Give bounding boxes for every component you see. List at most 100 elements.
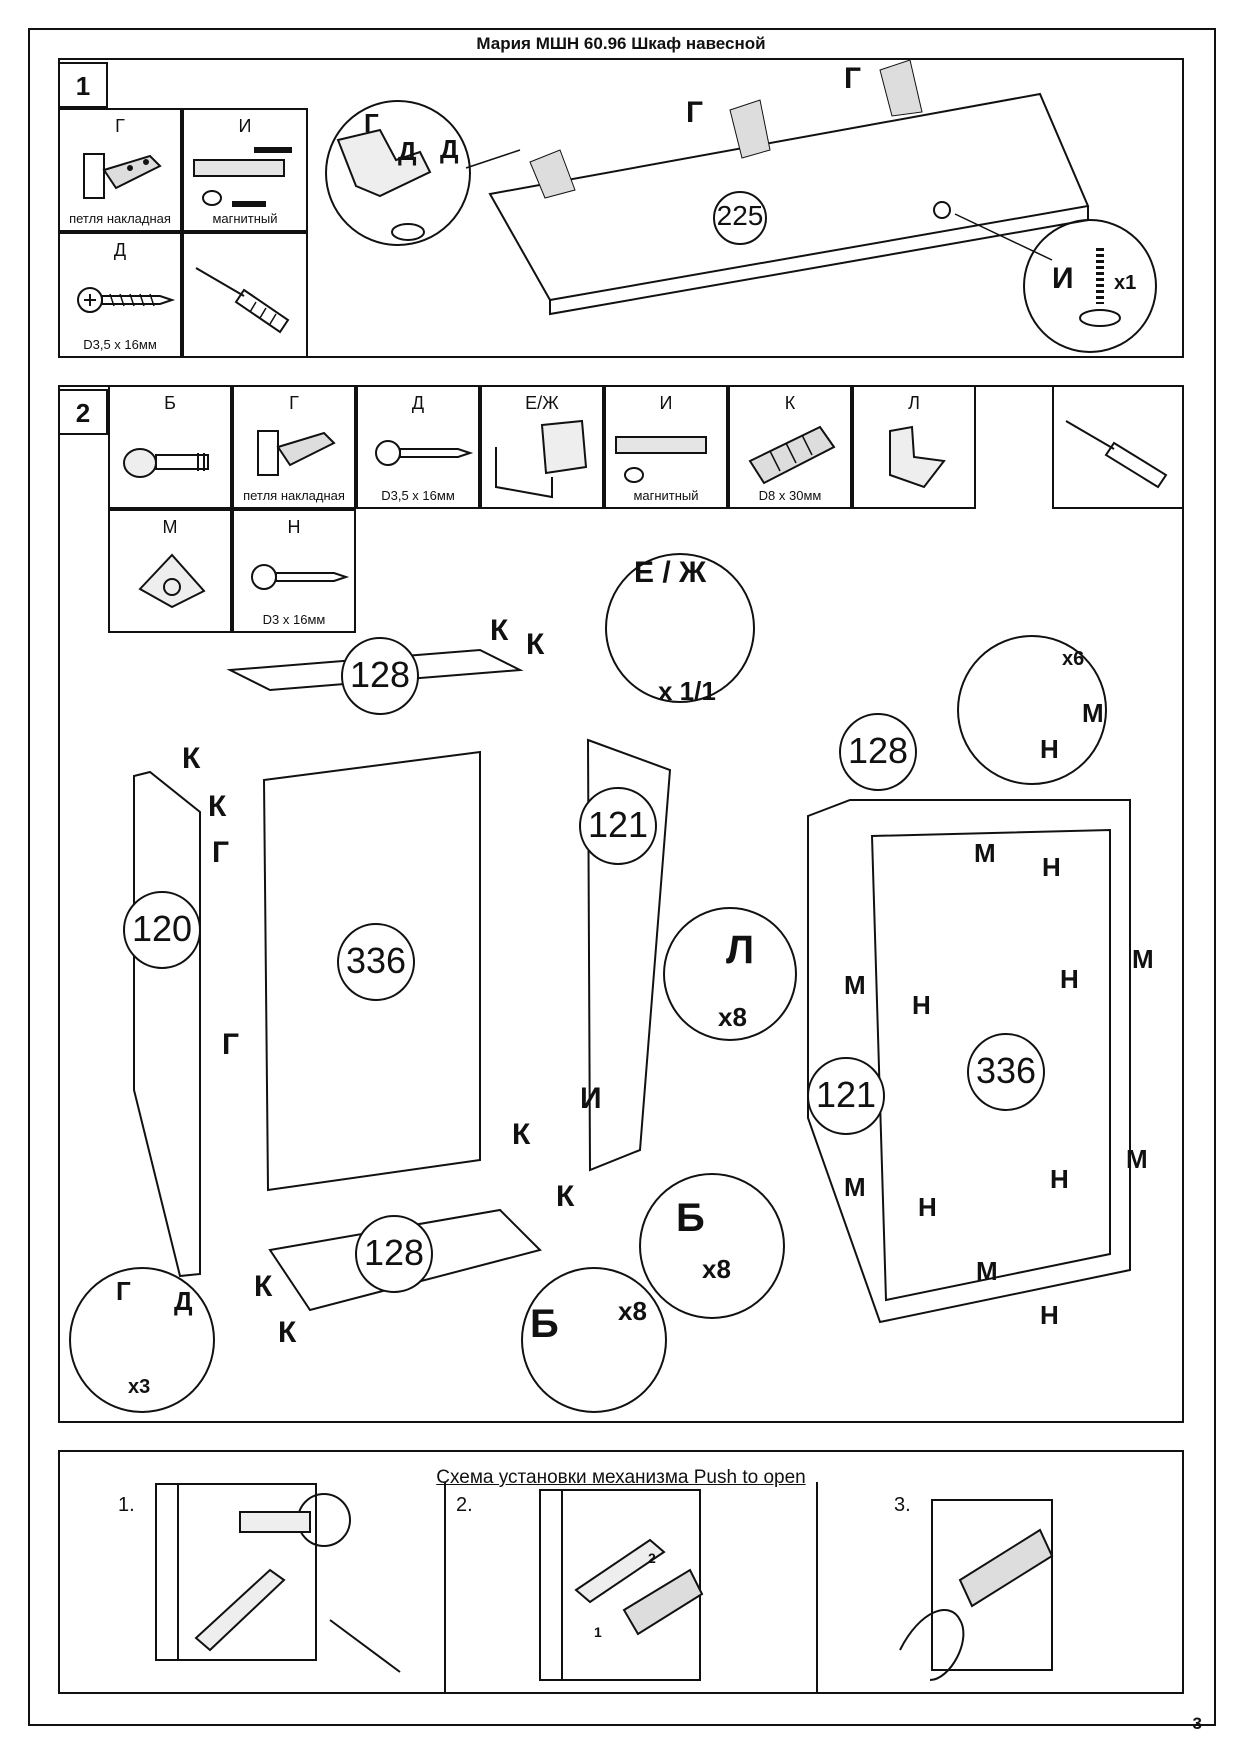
scheme-divider <box>816 1482 818 1692</box>
corner-bracket-icon <box>138 553 206 609</box>
eccentric-connector-icon <box>123 448 209 478</box>
label-k: К <box>526 628 545 661</box>
label-m: М <box>974 838 996 868</box>
part-letter: Г <box>289 393 299 413</box>
panel-number-right: 121 <box>587 804 649 845</box>
label-k: К <box>278 1316 297 1349</box>
part-letter: Д <box>113 240 127 260</box>
screw-icon <box>251 564 350 590</box>
label-g: Г <box>116 1276 131 1306</box>
part-letter: Б <box>164 393 176 413</box>
label-m: М <box>1082 698 1104 728</box>
part-caption: D3,5 x 16мм <box>83 337 157 352</box>
magnetic-catch-icon <box>615 436 707 483</box>
label-g: Г <box>212 836 230 869</box>
step2-part-l: Л <box>852 385 976 509</box>
step2-part-screwdriver <box>1052 385 1184 509</box>
label-k: К <box>182 742 201 775</box>
label-n: Н <box>1040 734 1059 764</box>
magnetic-catch-icon <box>193 147 292 207</box>
part-caption: магнитный <box>633 488 699 503</box>
hanger-bracket-icon <box>495 419 588 499</box>
part-letter: Е/Ж <box>525 393 559 413</box>
step1-number: 1 <box>58 62 108 108</box>
label-n: Н <box>1042 852 1061 882</box>
step2-part-g: Г петля накладная <box>232 385 356 509</box>
page-title: Мария МШН 60.96 Шкаф навесной <box>476 34 766 53</box>
label-n: Н <box>1040 1300 1059 1330</box>
panel-number-bottom: 128 <box>363 1232 425 1273</box>
page-frame <box>28 28 1216 1726</box>
scheme-step-3: 3. <box>894 1494 911 1516</box>
label-i: И <box>580 1082 602 1115</box>
qty-mn: x6 <box>1062 648 1085 670</box>
label-m: М <box>1126 1144 1148 1174</box>
panel-number-left: 120 <box>131 908 193 949</box>
label-g: Г <box>686 96 704 129</box>
scheme-step-1: 1. <box>118 1494 135 1516</box>
part-letter: Г <box>115 116 125 136</box>
scheme-arrow-label-1: 1 <box>594 1624 602 1640</box>
dowel-icon <box>748 425 836 485</box>
qty-ezh: x 1/1 <box>658 676 716 706</box>
assembled-number-top: 128 <box>847 730 909 771</box>
label-g: Г <box>364 108 379 138</box>
part-letter: Л <box>908 393 920 413</box>
hinge-icon <box>83 153 162 199</box>
step1-part-screw: Д D3,5 x 16мм <box>58 232 182 358</box>
qty-l: x8 <box>718 1002 747 1032</box>
step2-part-d: Д D3,5 x 16мм <box>356 385 480 509</box>
label-g: Г <box>844 62 862 95</box>
part-caption: петля накладная <box>243 488 345 503</box>
page-number: 3 <box>1192 1714 1202 1733</box>
label-i: И <box>1052 262 1074 295</box>
step1-part-magnet: И магнитный <box>182 108 308 232</box>
scheme-step-2: 2. <box>456 1494 473 1516</box>
assembled-number-back: 336 <box>975 1050 1037 1091</box>
part-letter: И <box>659 393 673 413</box>
part-letter: Д <box>411 393 425 413</box>
scheme-divider <box>444 1482 446 1692</box>
label-m: М <box>1132 944 1154 974</box>
assembled-number-side: 121 <box>815 1074 877 1115</box>
step1-part-hinge: Г петля накладная <box>58 108 182 232</box>
screw-icon <box>77 287 176 313</box>
label-m: М <box>844 970 866 1000</box>
panel-number-top: 128 <box>349 654 411 695</box>
part-caption: магнитный <box>212 211 278 226</box>
shelf-support-icon <box>889 425 946 489</box>
step1-panel-number: 225 <box>716 200 764 231</box>
part-caption: D3 x 16мм <box>262 612 326 627</box>
step2-number: 2 <box>58 389 108 435</box>
label-k: К <box>254 1270 273 1303</box>
part-caption: D8 x 30мм <box>758 488 822 503</box>
label-n: Н <box>1050 1164 1069 1194</box>
qty-b-cam: x8 <box>618 1296 647 1326</box>
label-b: Б <box>676 1196 705 1240</box>
label-k: К <box>556 1180 575 1213</box>
label-d: Д <box>440 134 459 164</box>
part-letter: К <box>784 393 796 413</box>
qty-b-screw: x8 <box>702 1254 731 1284</box>
step2-part-i: И магнитный <box>604 385 728 509</box>
part-caption: D3,5 x 16мм <box>381 488 455 503</box>
part-letter: И <box>238 116 252 136</box>
label-d: Д <box>398 136 417 166</box>
label-n: Н <box>1060 964 1079 994</box>
part-caption: петля накладная <box>69 211 171 226</box>
step2-part-n: Н D3 x 16мм <box>232 509 356 633</box>
label-m: М <box>976 1256 998 1286</box>
screwdriver-icon <box>1065 420 1168 489</box>
label-m: М <box>844 1172 866 1202</box>
screw-icon <box>375 440 474 466</box>
label-k: К <box>490 614 509 647</box>
qty-hinge: x3 <box>128 1376 151 1398</box>
panel-number-back: 336 <box>345 940 407 981</box>
label-ezh: Е / Ж <box>634 556 707 589</box>
scheme-panel <box>58 1450 1184 1694</box>
step2-part-ezh: Е/Ж <box>480 385 604 509</box>
label-n: Н <box>918 1192 937 1222</box>
